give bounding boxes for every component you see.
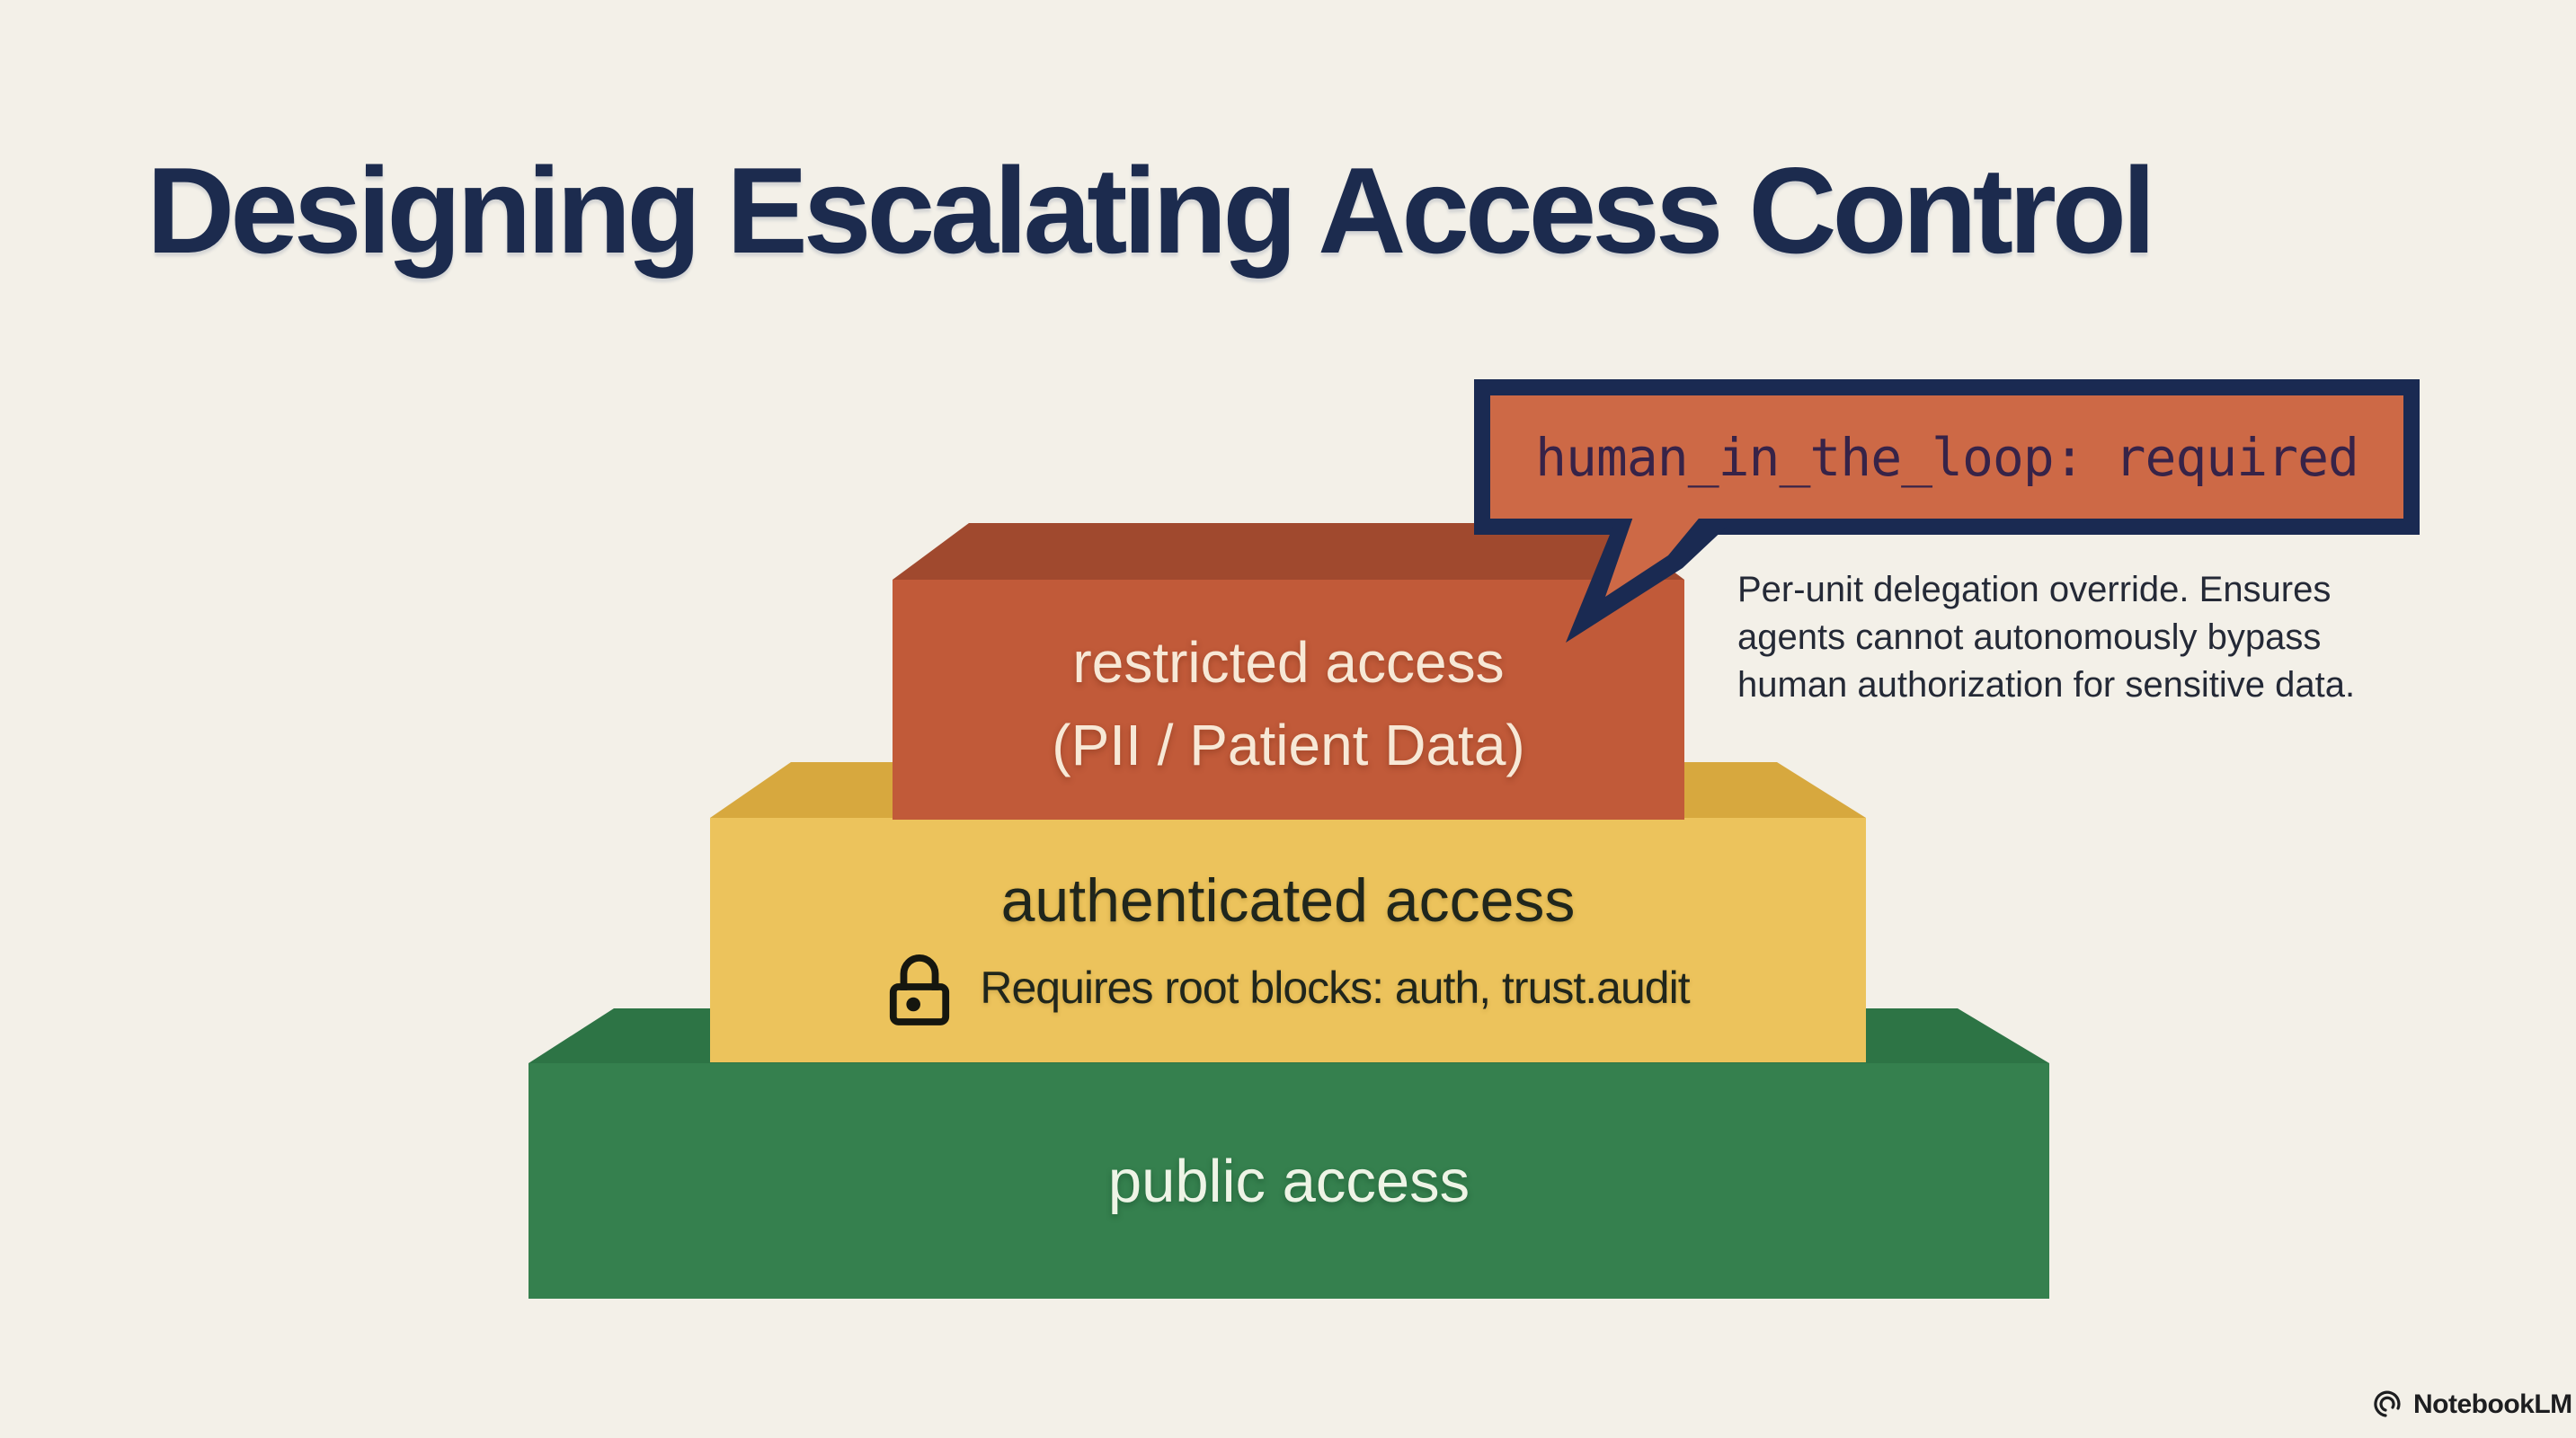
page-title: Designing Escalating Access Control (147, 142, 2156, 279)
callout-annotation: Per-unit delegation override. Ensures ag… (1737, 566, 2355, 709)
callout-bubble-tail (1566, 514, 1728, 643)
callout-bubble: human_in_the_loop: required (1474, 379, 2420, 535)
callout-annotation-line3: human authorization for sensitive data. (1737, 665, 2356, 705)
lock-icon (890, 954, 950, 1025)
callout-code-text: human_in_the_loop: required (1535, 426, 2359, 488)
restricted-block: restricted access (PII / Patient Data) (893, 580, 1684, 820)
public-block: public access (529, 1063, 2049, 1299)
public-block-label: public access (1107, 1147, 1470, 1215)
restricted-block-label-line1: restricted access (1072, 629, 1505, 695)
authenticated-requirements-row: Requires root blocks: auth, trust.audit (886, 949, 1691, 1026)
notebooklm-logo-text: NotebookLM (2413, 1389, 2572, 1419)
callout-annotation-line2: agents cannot autonomously bypass (1737, 617, 2322, 657)
callout-annotation-line1: Per-unit delegation override. Ensures (1737, 570, 2332, 609)
authenticated-block: authenticated access Requires root block… (710, 818, 1866, 1062)
notebooklm-swirl-icon (2374, 1390, 2401, 1417)
authenticated-block-sublabel: Requires root blocks: auth, trust.audit (980, 963, 1690, 1013)
restricted-block-label-line2: (PII / Patient Data) (1052, 712, 1525, 777)
notebooklm-watermark: NotebookLM (2371, 1389, 2572, 1421)
authenticated-block-label: authenticated access (1000, 866, 1576, 935)
